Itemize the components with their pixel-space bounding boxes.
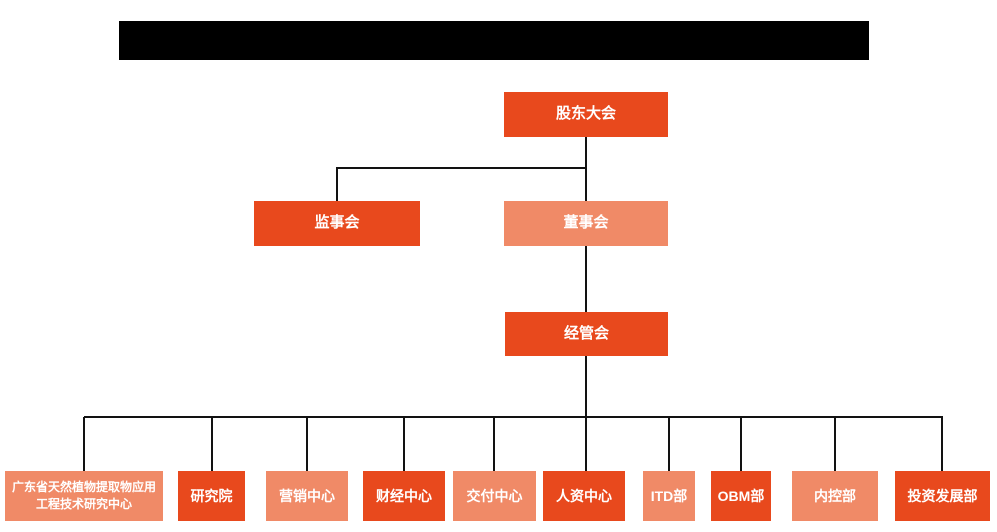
node-research-institute: 研究院 bbox=[178, 471, 245, 521]
node-obm-dept: OBM部 bbox=[711, 471, 771, 521]
connector-drop-investment-development-dept bbox=[941, 417, 943, 471]
connector-drop-itd-dept bbox=[668, 417, 670, 471]
connector-root-down bbox=[585, 137, 587, 201]
node-itd-dept: ITD部 bbox=[643, 471, 695, 521]
node-board-of-directors: 董事会 bbox=[504, 201, 668, 246]
node-finance-center: 财经中心 bbox=[363, 471, 445, 521]
connector-drop-marketing-center bbox=[306, 417, 308, 471]
node-internal-control-dept: 内控部 bbox=[792, 471, 878, 521]
node-management-committee: 经管会 bbox=[505, 312, 668, 356]
connector-drop-internal-control-dept bbox=[834, 417, 836, 471]
connector-drop-research-center bbox=[83, 417, 85, 471]
connector-drop-hr-center bbox=[585, 417, 587, 471]
node-shareholders-meeting: 股东大会 bbox=[504, 92, 668, 137]
connector-drop-delivery-center bbox=[493, 417, 495, 471]
node-supervisory-board: 监事会 bbox=[254, 201, 420, 246]
connector-supervisory-drop bbox=[336, 167, 338, 201]
connector-departments-horizontal bbox=[84, 416, 943, 418]
node-delivery-center: 交付中心 bbox=[453, 471, 536, 521]
connector-drop-obm-dept bbox=[740, 417, 742, 471]
redacted-title-bar bbox=[119, 21, 869, 60]
node-investment-development-dept: 投资发展部 bbox=[895, 471, 990, 521]
connector-drop-research-institute bbox=[211, 417, 213, 471]
node-marketing-center: 营销中心 bbox=[266, 471, 348, 521]
connector-drop-finance-center bbox=[403, 417, 405, 471]
connector-level2-horizontal bbox=[336, 167, 587, 169]
node-research-center: 广东省天然植物提取物应用工程技术研究中心 bbox=[5, 471, 163, 521]
connector-management-down bbox=[585, 356, 587, 417]
connector-board-to-management bbox=[585, 246, 587, 312]
node-hr-center: 人资中心 bbox=[543, 471, 625, 521]
